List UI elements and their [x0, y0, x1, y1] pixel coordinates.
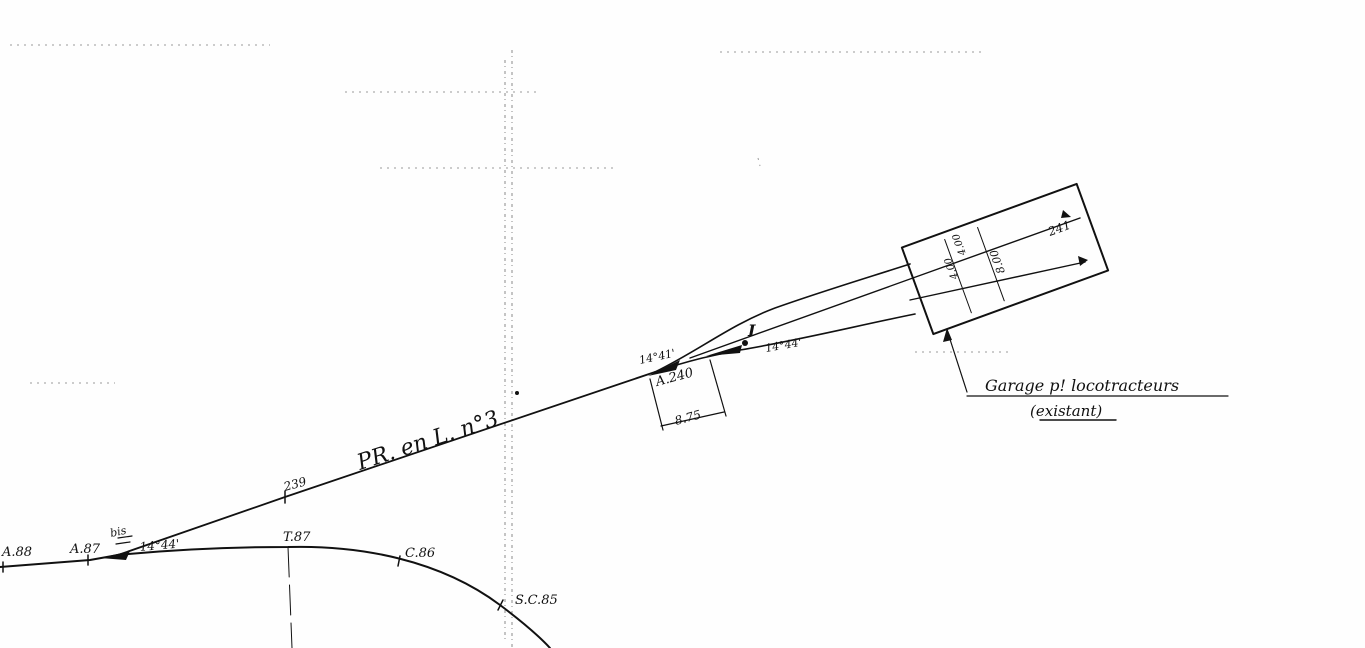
siding-middle-line — [689, 217, 1081, 359]
garage-dim-4a — [944, 238, 972, 314]
label-a87: A.87 — [69, 542, 101, 557]
label-angle-left: 14°44' — [139, 537, 180, 554]
garage-dim-8 — [977, 226, 1005, 302]
labels: A.88 A.87 bis 14°44' T.87 C.86 S.C.85 23… — [1, 218, 1179, 608]
frog-i — [706, 345, 742, 356]
tracks — [0, 217, 1086, 648]
label-existant: (existant) — [1030, 402, 1102, 420]
scan-artifacts — [10, 44, 1010, 648]
label-km-239: 239 — [281, 474, 308, 494]
label-garage: Garage p! locotracteurs — [985, 376, 1179, 395]
bis-underline — [117, 535, 133, 539]
dim-875-ext-right — [709, 359, 727, 417]
c86-tick — [397, 555, 401, 567]
label-angle-right: 14°44' — [764, 336, 802, 355]
sc85-tick — [497, 599, 504, 611]
garage-outline — [900, 182, 1110, 336]
label-dim-875: 8.75 — [673, 407, 702, 427]
switch-point — [742, 340, 748, 346]
label-km-241: 241 — [1045, 218, 1072, 239]
label-t87: T.87 — [283, 530, 311, 545]
label-dim-400-b: 4.00 — [951, 231, 970, 257]
frog-a240 — [648, 360, 680, 376]
label-track-name: PR. en L. n°3 — [353, 406, 502, 476]
siding-upper — [654, 263, 911, 373]
leader-arrowhead — [943, 328, 952, 342]
dim-875-ext-left — [649, 378, 664, 431]
label-dim-400-a: 4.00 — [943, 255, 962, 281]
curved-track-t87 — [117, 545, 551, 648]
bis-underline-2 — [115, 541, 131, 545]
label-a88: A.88 — [1, 545, 32, 560]
scan-speck — [757, 157, 761, 167]
label-c86: C.86 — [405, 546, 435, 561]
label-switch-i: I — [747, 321, 756, 340]
label-bis: bis — [109, 524, 128, 540]
dimension-875 — [649, 359, 727, 431]
dim-875-line — [660, 411, 725, 427]
frog-a87 — [100, 551, 130, 560]
garage-leader — [115, 328, 1229, 545]
label-sc85: S.C.85 — [515, 593, 558, 608]
siding-lower — [654, 313, 916, 373]
label-dim-800: 8.00 — [987, 248, 1008, 275]
garage-building — [900, 182, 1110, 336]
arrow-lower-track — [1078, 256, 1088, 266]
t87-offset — [287, 546, 293, 648]
arrow-241 — [1061, 210, 1071, 218]
track-dot — [515, 391, 519, 395]
